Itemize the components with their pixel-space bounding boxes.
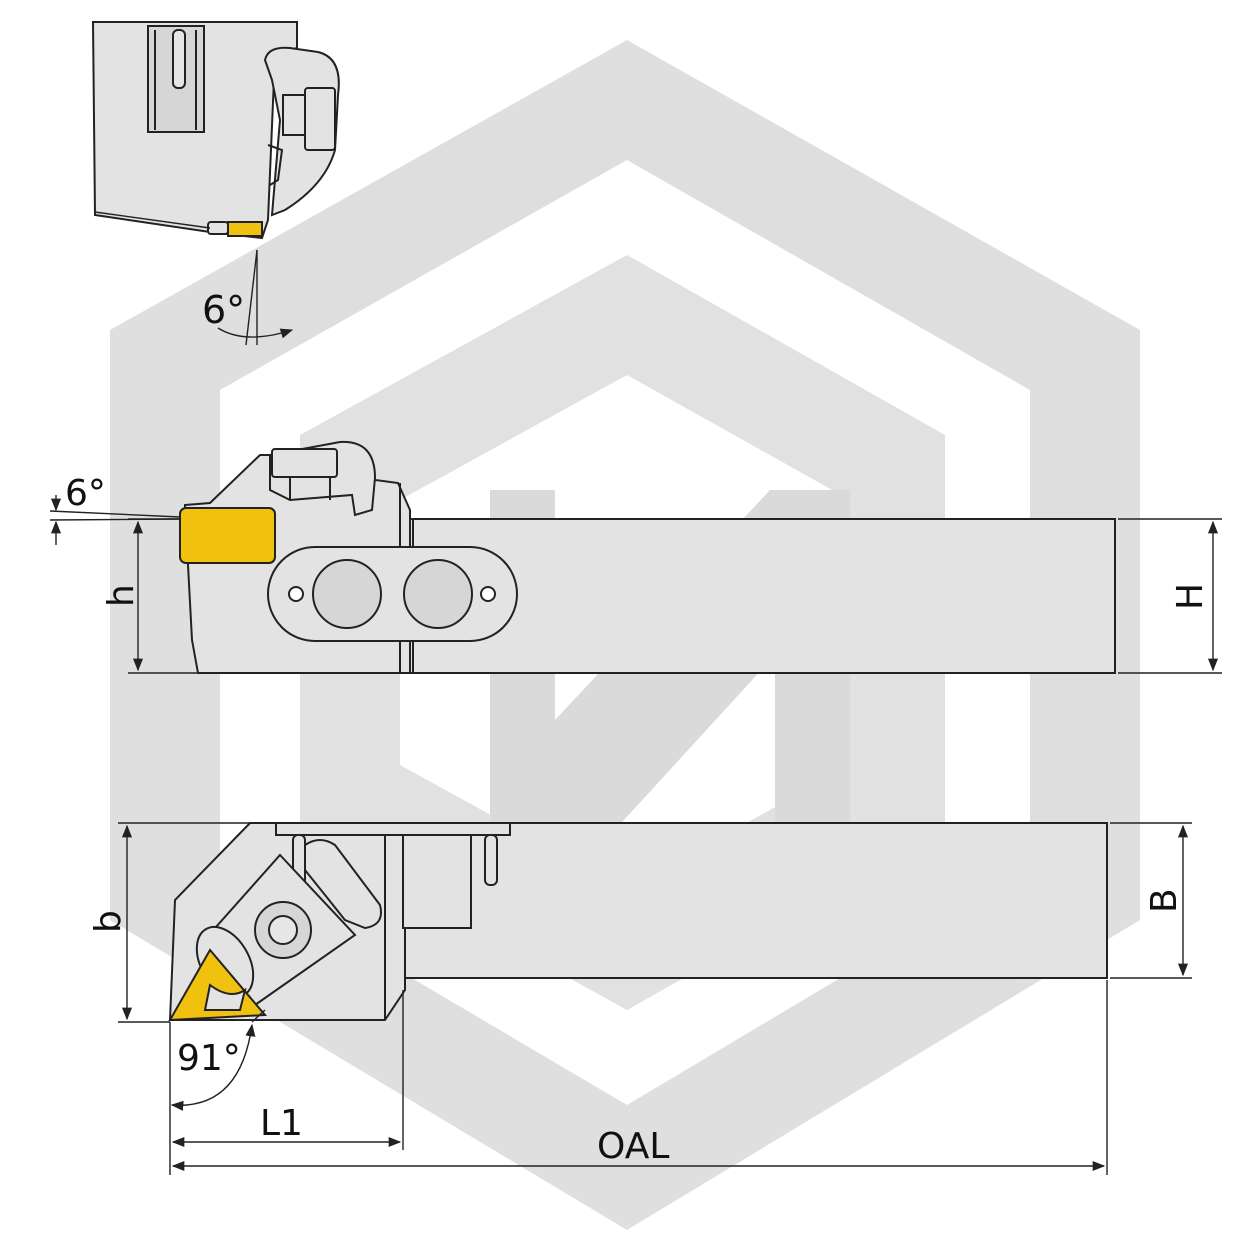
side-view-shank — [409, 518, 1116, 674]
top-view-clamp — [304, 839, 382, 930]
dimension-b: b — [88, 822, 250, 1023]
top-view — [168, 822, 1108, 1022]
side-view-insert — [179, 507, 276, 564]
dimension-B: B — [1110, 822, 1192, 979]
dimension-L1: L1 — [171, 990, 404, 1150]
side-view — [179, 440, 1116, 674]
label-b: b — [88, 910, 129, 933]
front-end-view — [91, 21, 340, 240]
label-OAL: OAL — [597, 1126, 669, 1167]
top-view-shank — [404, 822, 1108, 979]
dimension-h: h — [101, 518, 198, 674]
label-B: B — [1144, 888, 1185, 913]
angle-top-label: 6° — [202, 288, 245, 332]
end-view-insert — [227, 221, 263, 237]
label-h: h — [101, 584, 142, 607]
dimension-H: H — [1118, 518, 1222, 674]
side-view-screw-slot — [267, 546, 518, 642]
screw-right — [403, 559, 473, 629]
label-L1: L1 — [260, 1103, 303, 1144]
clearance-angle-side: 6° — [49, 473, 181, 545]
clearance-angle-top: 6° — [202, 249, 294, 346]
screw-left — [312, 559, 382, 629]
dimension-OAL: OAL — [171, 980, 1108, 1175]
angle-side-label: 6° — [65, 473, 106, 514]
label-H: H — [1170, 583, 1211, 610]
label-approach-angle: 91° — [177, 1038, 241, 1079]
end-view-pin — [172, 29, 186, 89]
approach-angle: 91° — [169, 1009, 266, 1175]
